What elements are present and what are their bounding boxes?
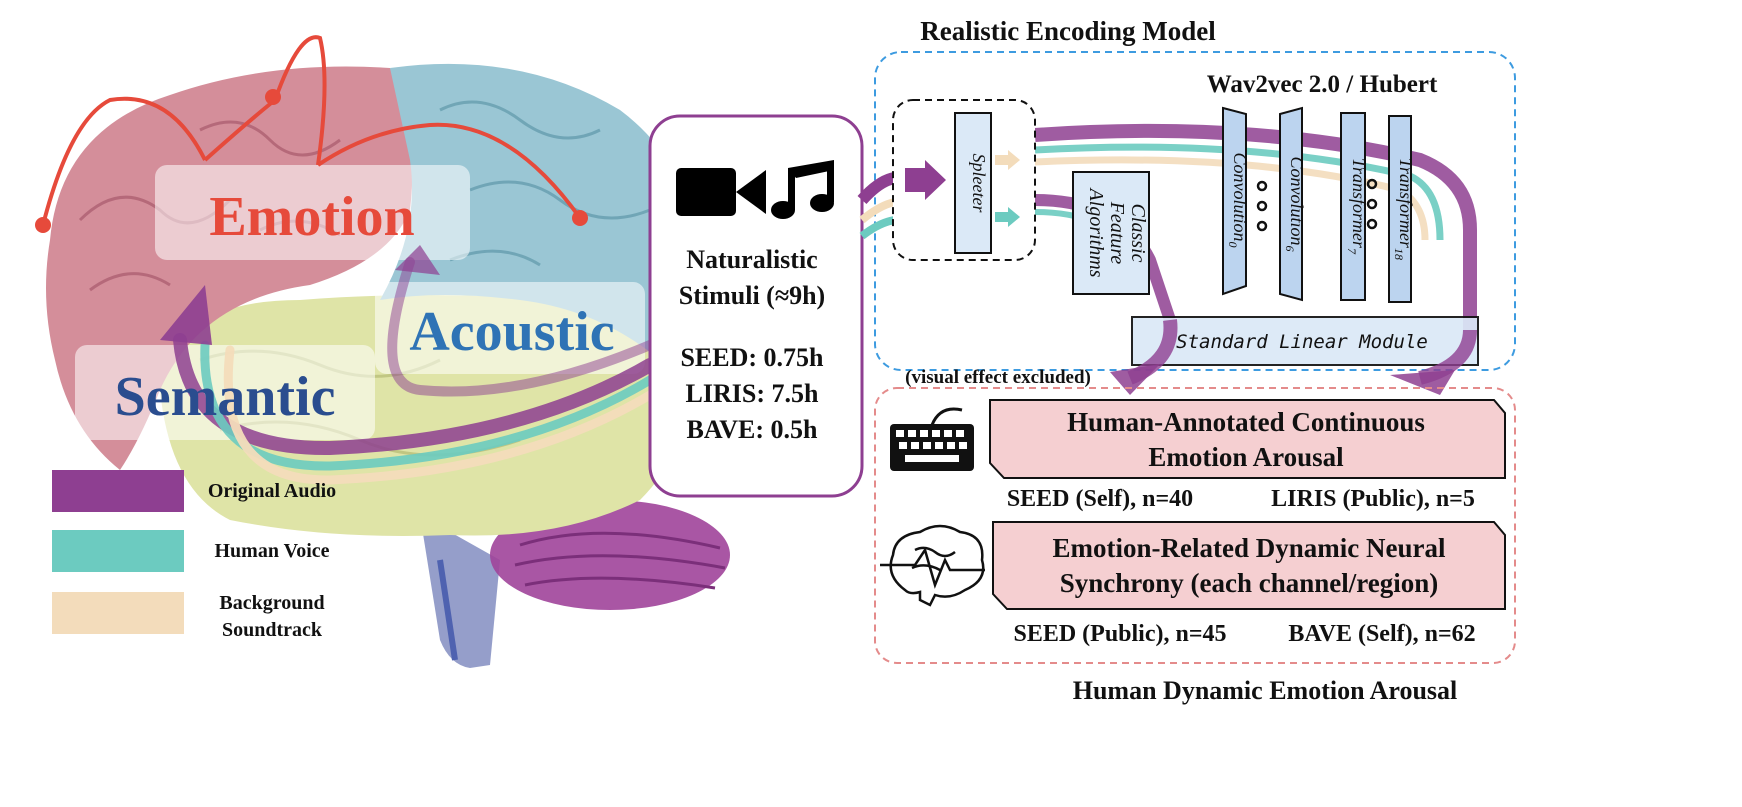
annotated-box: [989, 399, 1506, 479]
stimuli-box: Naturalistic Stimuli (≈9h) SEED: 0.75h L…: [648, 114, 864, 498]
svg-text:Convolution0: Convolution0: [1226, 153, 1250, 248]
brain-icon: [880, 524, 985, 607]
linear-module-box: [1131, 316, 1479, 366]
transformer-layer-18: Transformer18: [1388, 115, 1416, 303]
visual-effect-note: (visual effect excluded): [905, 367, 1091, 388]
neural-line2: Synchrony (each channel/region): [1060, 568, 1439, 598]
svg-text:Transformer7: Transformer7: [1345, 158, 1369, 255]
arousal-title: Human Dynamic Emotion Arousal: [1073, 676, 1458, 705]
node-dot: [35, 217, 51, 233]
video-camera-icon: [676, 168, 766, 216]
stimuli-dataset-seed: SEED: 0.75h: [680, 343, 824, 372]
legend-label-background-1: Background: [219, 592, 324, 614]
transformer-layer-18-label: Transformer: [1396, 158, 1416, 249]
conv-layer-0-label: Convolution: [1230, 153, 1250, 242]
legend-swatch-voice: [52, 530, 184, 572]
legend-label-voice: Human Voice: [214, 540, 329, 562]
neural-left-dataset: SEED (Public), n=45: [1013, 621, 1226, 647]
annotated-right-dataset: LIRIS (Public), n=5: [1271, 486, 1475, 512]
spleeter-box: [954, 112, 992, 254]
transformer-layer-18-sub: 18: [1392, 248, 1406, 260]
neural-line1: Emotion-Related Dynamic Neural: [1053, 533, 1446, 563]
legend: Original Audio Human Voice Background So…: [52, 470, 336, 641]
acoustic-label: Acoustic: [409, 301, 614, 363]
annotated-line2: Emotion Arousal: [1148, 442, 1344, 472]
emotion-network: [41, 35, 582, 226]
emotion-label: Emotion: [209, 186, 414, 248]
encoding-title: Realistic Encoding Model: [920, 16, 1216, 46]
legend-label-original: Original Audio: [208, 480, 336, 502]
spleeter-label: Spleeter: [969, 154, 989, 214]
conv-layer-6: Convolution6: [1279, 106, 1307, 302]
semantic-label: Semantic: [115, 366, 336, 428]
classic-label-2: Feature: [1106, 201, 1128, 265]
legend-label-background-2: Soundtrack: [222, 619, 323, 641]
ellipsis-dots: [1256, 178, 1378, 232]
node-dot: [572, 210, 588, 226]
classic-label-1: Classic: [1127, 204, 1149, 263]
stimuli-dataset-bave: BAVE: 0.5h: [686, 415, 818, 444]
audio-streams: [173, 257, 657, 485]
brain-stem: [420, 515, 500, 668]
keyboard-icon: [890, 407, 974, 471]
svg-text:Convolution6: Convolution6: [1283, 157, 1307, 252]
conv-layer-6-label: Convolution: [1287, 157, 1307, 246]
transformer-layer-7: Transformer7: [1340, 112, 1369, 301]
model-title: Wav2vec 2.0 / Hubert: [1207, 71, 1438, 98]
annotated-line1: Human-Annotated Continuous: [1067, 407, 1425, 437]
spleeter-out-teal-arrow: [995, 207, 1020, 227]
conv-layer-0: Convolution0: [1222, 106, 1250, 296]
svg-text:Transformer18: Transformer18: [1392, 158, 1416, 260]
stimuli-title-line1: Naturalistic: [686, 245, 817, 274]
brain-illustration: [35, 35, 730, 668]
stimuli-dataset-liris: LIRIS: 7.5h: [686, 379, 819, 408]
spleeter-out-beige-arrow: [995, 150, 1020, 170]
linear-module-label: Standard Linear Module: [1176, 331, 1428, 353]
node-dot: [265, 89, 281, 105]
arousal-frame: [874, 387, 1516, 664]
classic-feature-box: [1072, 171, 1150, 295]
stimuli-title-line2: Stimuli (≈9h): [679, 281, 825, 310]
annotated-left-dataset: SEED (Self), n=40: [1007, 486, 1193, 512]
legend-swatch-background: [52, 592, 184, 634]
classic-label-3: Algorithms: [1085, 187, 1107, 278]
transformer-layer-7-label: Transformer: [1349, 158, 1369, 249]
neural-right-dataset: BAVE (Self), n=62: [1288, 621, 1475, 647]
transformer-layer-7-sub: 7: [1345, 248, 1359, 255]
neural-box: [992, 521, 1506, 610]
conv-layer-0-sub: 0: [1226, 242, 1240, 248]
conv-layer-6-sub: 6: [1283, 246, 1297, 252]
music-note-icon: [771, 160, 834, 219]
input-arrow-icon: [905, 160, 946, 200]
legend-swatch-original: [52, 470, 184, 512]
